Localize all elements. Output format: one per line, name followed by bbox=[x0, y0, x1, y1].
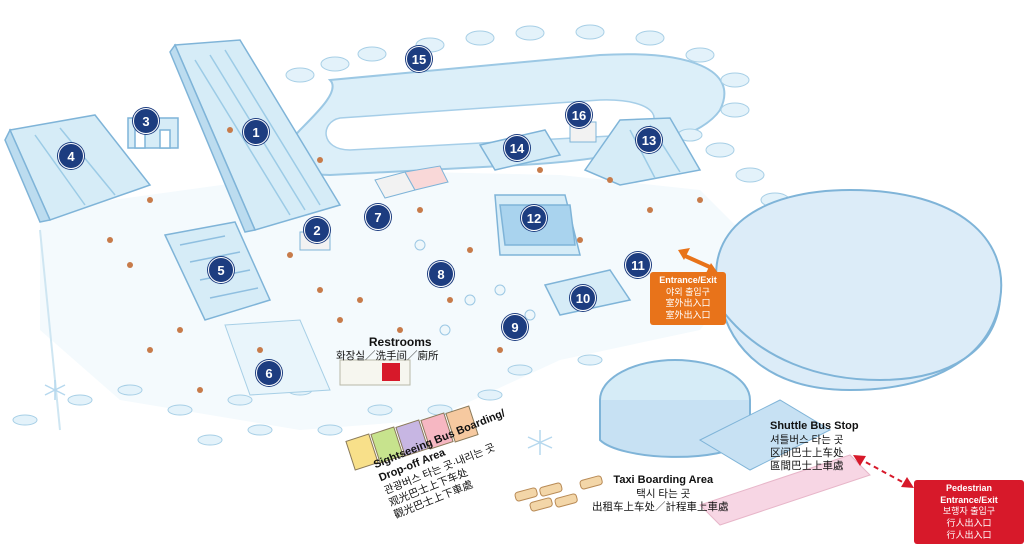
pedestrian-line-2: 行人出入口 bbox=[946, 518, 992, 529]
entrance-exit-line-1: 야외 출입구 bbox=[666, 286, 710, 297]
restroom-building bbox=[339, 359, 411, 386]
connector-road bbox=[698, 399, 832, 471]
marker-7[interactable]: 7 bbox=[365, 204, 391, 230]
shuttle-bus-label: Shuttle Bus Stop 셔틀버스 타는 곳 区间巴士上车处 區間巴士上… bbox=[770, 420, 859, 473]
pedestrian-arrow bbox=[853, 455, 914, 488]
marker-10[interactable]: 10 bbox=[570, 285, 596, 311]
marker-4[interactable]: 4 bbox=[58, 143, 84, 169]
snowmen bbox=[414, 239, 536, 336]
marker-1[interactable]: 1 bbox=[243, 119, 269, 145]
taxi-line-2: 出租车上车处／計程車上車處 bbox=[592, 500, 729, 513]
entrance-exit-line-2: 室外出入口 bbox=[665, 298, 711, 309]
entrance-exit-title: Entrance/Exit bbox=[659, 275, 717, 285]
marker-3[interactable]: 3 bbox=[133, 108, 159, 134]
restrooms-subtitle: 화장실／洗手间／廁所 bbox=[336, 350, 439, 362]
marker-16[interactable]: 16 bbox=[566, 102, 592, 128]
taxis bbox=[514, 475, 603, 512]
marker-5[interactable]: 5 bbox=[208, 257, 234, 283]
taxi-line-1: 택시 타는 곳 bbox=[636, 487, 691, 500]
shuttle-line-1: 셔틀버스 타는 곳 bbox=[770, 433, 844, 446]
shuttle-line-2: 区间巴士上车处 bbox=[770, 446, 844, 459]
taxi-boarding-label: Taxi Boarding Area 택시 타는 곳 出租车上车处／計程車上車處 bbox=[592, 474, 729, 514]
sightseeing-buses bbox=[345, 405, 479, 471]
marker-9[interactable]: 9 bbox=[502, 314, 528, 340]
marker-11[interactable]: 11 bbox=[625, 252, 651, 278]
entrance-exit-badge[interactable]: Entrance/Exit 야외 출입구 室外出入口 室外出入口 bbox=[650, 272, 726, 325]
marker-15[interactable]: 15 bbox=[406, 46, 432, 72]
marker-8[interactable]: 8 bbox=[428, 261, 454, 287]
pedestrian-title: Pedestrian Entrance/Exit bbox=[940, 483, 998, 505]
marker-14[interactable]: 14 bbox=[504, 135, 530, 161]
shuttle-line-3: 區間巴士上車處 bbox=[770, 460, 844, 472]
marker-2[interactable]: 2 bbox=[304, 217, 330, 243]
main-dome-building bbox=[715, 188, 1003, 392]
restrooms-label: Restrooms 화장실／洗手间／廁所 bbox=[336, 335, 438, 363]
pedestrian-line-1: 보행자 출입구 bbox=[942, 506, 996, 517]
entrance-exit-line-3: 室外出入口 bbox=[665, 310, 711, 321]
restrooms-title: Restrooms bbox=[368, 335, 432, 349]
pink-walkway bbox=[699, 454, 871, 526]
marker-12[interactable]: 12 bbox=[521, 205, 547, 231]
pedestrian-entrance-badge[interactable]: Pedestrian Entrance/Exit 보행자 출입구 行人出入口 行… bbox=[914, 480, 1024, 545]
marker-6[interactable]: 6 bbox=[256, 360, 282, 386]
marker-13[interactable]: 13 bbox=[636, 127, 662, 153]
visitors-crowd bbox=[107, 127, 703, 393]
pedestrian-line-3: 行人出入口 bbox=[946, 529, 992, 540]
area-6-platform bbox=[224, 319, 331, 396]
sled-slide-4 bbox=[4, 114, 152, 223]
taxi-title: Taxi Boarding Area bbox=[613, 474, 714, 486]
snowflake-decoration bbox=[44, 380, 553, 455]
shuttle-title: Shuttle Bus Stop bbox=[770, 420, 859, 432]
